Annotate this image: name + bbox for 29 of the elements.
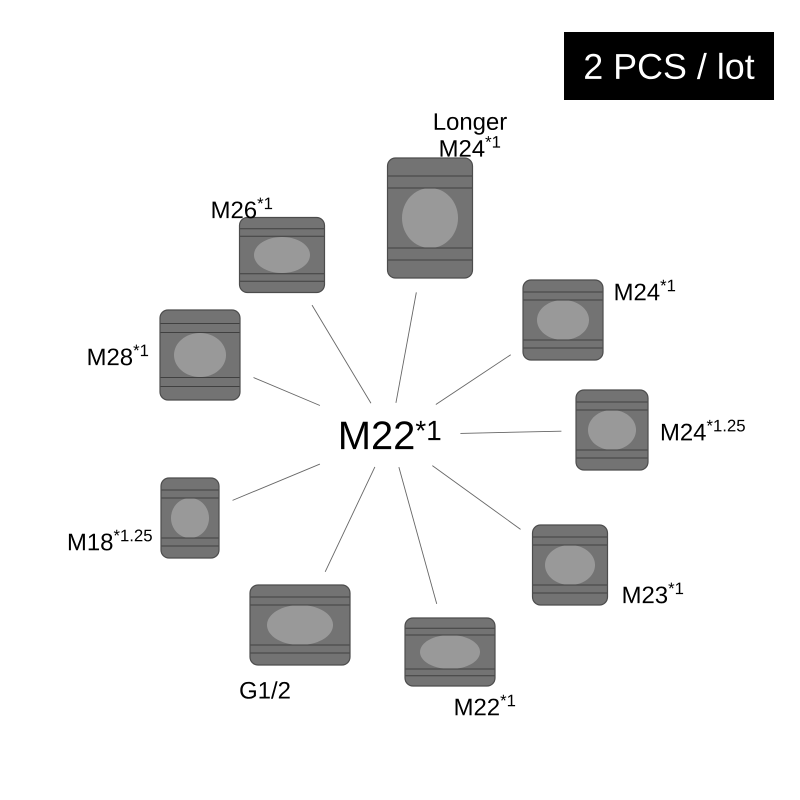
size-label: M22$^{*1}$ [456,694,516,716]
leader-line [324,466,376,572]
adapter-drawing [575,389,649,471]
size-label: Longer M24$^{*1}$ [434,113,507,157]
adapter-drawing [404,617,496,687]
leader-line [398,466,438,604]
size-label: G1/2 [240,681,290,699]
leader-line [432,465,521,530]
adapter-drawing [238,216,326,294]
size-label: M24$^{*1.25}$ [662,420,745,440]
adapter-drawing [160,477,220,559]
adapter-drawing [522,279,604,361]
adapter-drawing [159,309,241,401]
size-label: M26$^{*1}$ [212,198,272,218]
adapter-drawing [249,584,351,666]
adapter-drawing [532,524,608,606]
leader-line [312,304,372,404]
leader-line [253,377,320,406]
adapter-drawing [386,157,474,279]
size-label: M24$^{*1}$ [616,280,676,300]
size-label: M23$^{*1}$ [624,582,684,604]
size-label: M28$^{*1}$ [88,344,148,366]
center-label: M22$^{*1}$ [341,420,440,450]
leader-line [435,354,512,405]
leader-line [460,430,562,434]
leader-line [232,464,320,501]
quantity-badge: 2 PCS / lot [564,32,774,100]
size-label: M18$^{*1.25}$ [68,530,152,550]
leader-line [396,292,417,404]
